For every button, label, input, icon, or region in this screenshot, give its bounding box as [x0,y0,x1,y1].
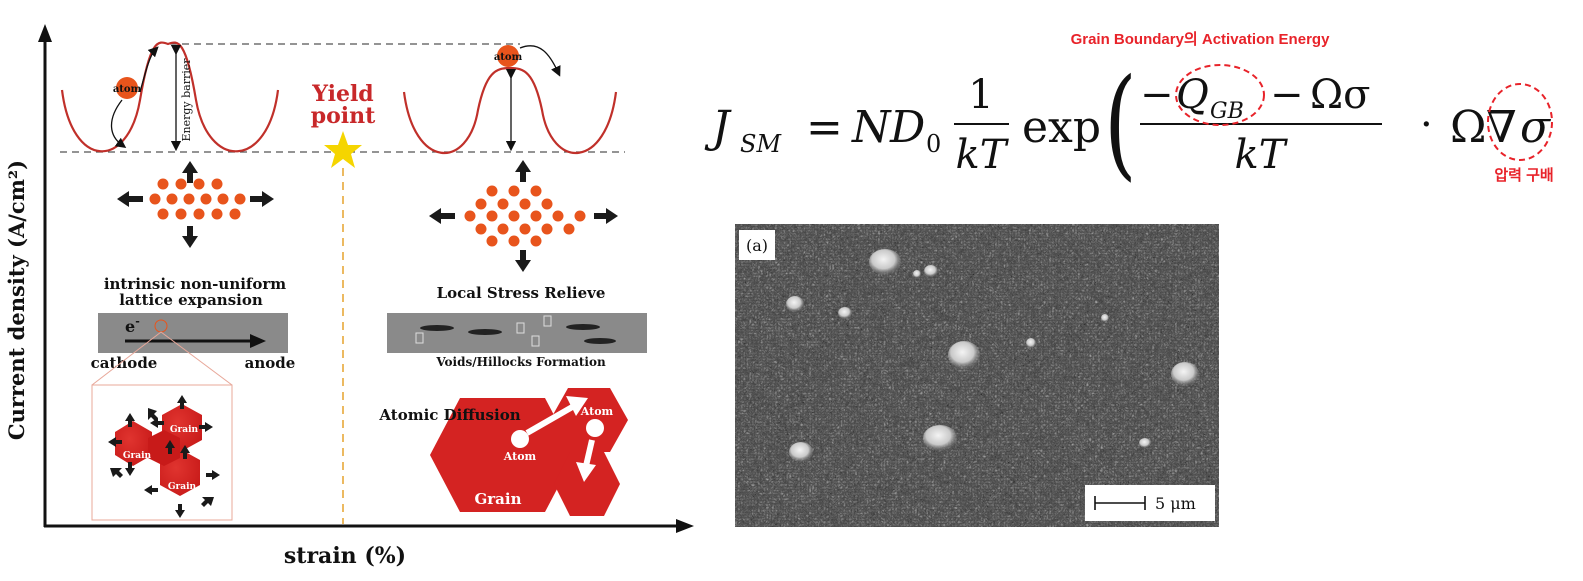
yield-label-line1: Yield [311,81,373,107]
left-caption-line2: lattice expansion [119,291,263,309]
left-caption-line1: intrinsic non-uniform [104,275,286,293]
left-energy-curve [60,41,280,153]
x-axis-label: strain (%) [284,543,406,569]
eq-paren-left: ( [1104,54,1137,193]
left-expansion-arrows [117,161,274,248]
eq-minus: − [1140,72,1174,118]
energy-barrier-label: Energy barrier [180,58,193,142]
scale-bar-label: 5 μm [1155,494,1196,513]
sem-micrograph: (a) 5 μm [735,224,1219,527]
eq-lhs-sub: SM [740,130,782,158]
eq-sigma: σ [1520,102,1552,153]
electron-label: e- [125,315,140,336]
eq-frac1-num: 1 [968,72,993,118]
cathode-label: cathode [91,354,158,372]
right-caption: Local Stress Relieve [437,284,606,302]
eq-D-sub: 0 [926,130,941,158]
eq-frac2-den: kT [1235,132,1289,178]
nabla-sigma-highlight-circle [1487,83,1553,161]
grain-label-3: Grain [168,482,197,492]
eq-D: D [889,102,925,153]
left-grains [115,404,202,496]
eq-nabla: ∇ [1486,102,1517,153]
anode-label: anode [245,354,296,372]
mechanism-diagram: Current density (A/cm²) strain (%) atom … [4,24,694,569]
eq-N: N [851,102,892,153]
eq-annotation-bottom: 압력 구배 [1494,166,1553,184]
left-expansion-cluster [149,178,246,220]
eq-annotation-top: Grain Boundary의 Activation Energy [1071,30,1331,48]
eq-dot: · [1420,102,1433,148]
eq-minus2: − [1270,72,1304,118]
x-axis [44,519,694,533]
eq-Q: Q [1176,72,1209,118]
left-conductor-strip [98,313,288,353]
panel-label: (a) [746,236,768,255]
eq-omega: Ω [1450,102,1486,153]
right-strip-caption: Voids/Hillocks Formation [435,355,606,369]
right-atom [497,45,519,67]
right-grain-label: Grain [474,490,521,508]
right-expansion-arrows [429,160,618,272]
y-axis [38,24,52,527]
eq-omega-sigma: Ωσ [1310,72,1370,118]
right-expansion-cluster [464,185,586,247]
grain-label-2: Grain [170,425,199,435]
right-energy-curve [402,66,618,154]
scale-bar [1094,496,1146,510]
hillock-particles [786,249,1199,462]
eq-Q-sub: GB [1210,99,1244,124]
atom-label-1: Atom [503,450,537,463]
panel-label-box [739,230,775,260]
right-atom-label: atom [494,52,523,63]
qgb-highlight-circle [1175,64,1265,126]
eq-equals: = [806,102,843,153]
grain-label-1: Grain [123,451,152,461]
flux-equation: Grain Boundary의 Activation Energy J SM =… [704,30,1554,193]
yield-star-icon [324,131,362,168]
voids-hillocks [415,315,616,347]
eq-exp: exp [1022,102,1101,153]
yield-label-line2: point [311,103,376,129]
left-atom-label: atom [113,84,142,95]
eq-frac1-den: kT [956,132,1010,178]
left-atom [116,77,138,99]
atom-label-2: Atom [580,405,614,418]
y-axis-label: Current density (A/cm²) [4,160,29,440]
eq-lhs-J: J [704,102,732,153]
diffusion-title: Atomic Diffusion [378,406,520,424]
